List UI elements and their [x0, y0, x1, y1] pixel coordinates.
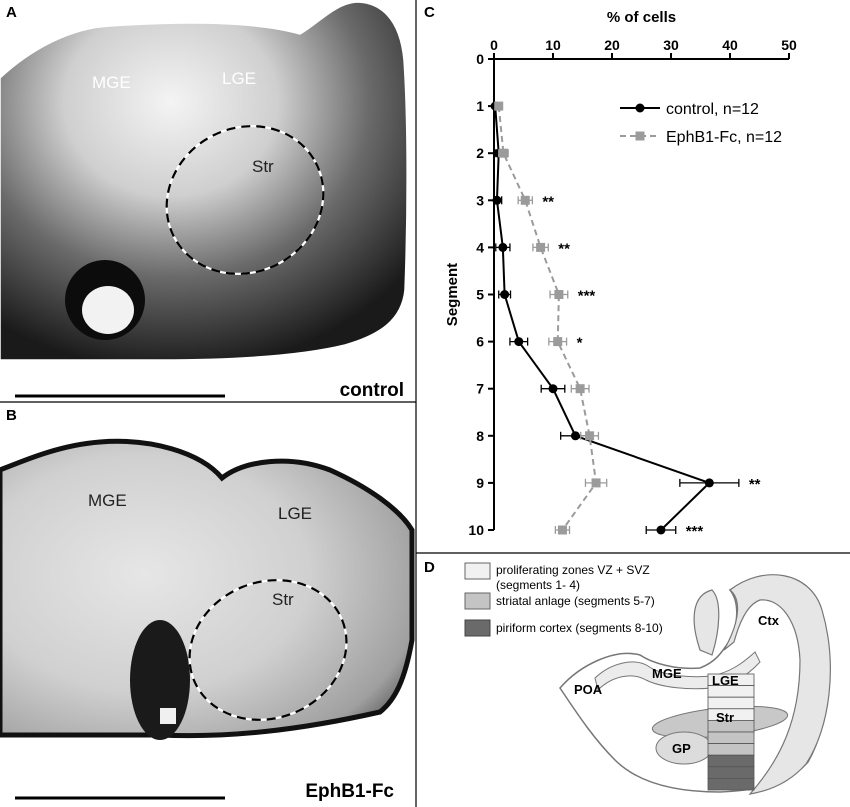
- significance-label: ***: [578, 288, 596, 305]
- segment-7: [707, 743, 755, 756]
- legend-swatch-piriform: [464, 619, 491, 637]
- panel-a-lge-label: LGE: [222, 69, 256, 88]
- x-axis-title: % of cells: [607, 9, 676, 26]
- panel-a-letter: A: [6, 4, 17, 21]
- cortex-band: [723, 574, 831, 795]
- y-tick-label: 4: [476, 239, 484, 255]
- y-tick-label: 3: [476, 192, 484, 208]
- data-point-series-2: [536, 242, 546, 252]
- region-label-lge: LGE: [712, 673, 739, 688]
- significance-label: ***: [686, 523, 704, 540]
- data-point-series-1: [500, 290, 510, 299]
- panel-b-tissue: [0, 438, 415, 739]
- x-tick-label: 40: [722, 37, 738, 53]
- data-point-series-1: [548, 384, 558, 394]
- panel-b-str-label: Str: [272, 590, 294, 609]
- x-tick-label: 20: [604, 37, 620, 53]
- legend-swatch-striatal: [464, 592, 491, 610]
- segment-8: [707, 754, 755, 768]
- y-tick-label: 9: [476, 475, 484, 491]
- panel-a-bright-spot: [82, 286, 134, 334]
- region-label-gp: GP: [672, 741, 691, 756]
- legend-striatal: striatal anlage (segments 5-7): [496, 594, 655, 608]
- panel-b-mge-label: MGE: [88, 491, 127, 510]
- segment-3: [707, 696, 755, 710]
- chart: 0 10 20 30 40 50 0 1 2 3 4 5 6 7 8 9 10 % of cellsSegment…: [444, 9, 797, 540]
- data-point-series-1: [704, 478, 714, 488]
- legend-marker: [635, 103, 645, 113]
- panel-a-str-label: Str: [252, 157, 274, 176]
- region-label-ctx: Ctx: [758, 613, 780, 628]
- legend-piriform: piriform cortex (segments 8-10): [496, 621, 663, 635]
- y-axis-title: Segment: [444, 263, 461, 326]
- data-point-series-2: [585, 431, 595, 441]
- data-point-series-1: [570, 431, 580, 441]
- y-tick-label: 7: [476, 381, 484, 397]
- significance-label: *: [577, 335, 583, 352]
- data-point-series-1: [514, 337, 524, 347]
- panel-b-bright-spot: [160, 708, 176, 724]
- y-tick-label: 6: [476, 334, 484, 350]
- y-tick-label: 8: [476, 428, 484, 444]
- segment-10: [707, 778, 755, 791]
- data-point-series-2: [520, 195, 530, 205]
- region-label-poa: POA: [574, 682, 603, 697]
- panel-b: B MGE LGE Str EphB1-Fc: [0, 407, 415, 802]
- legend-proliferating-line2: (segments 1- 4): [496, 578, 580, 592]
- y-tick-label: 5: [476, 287, 484, 303]
- panel-b-lge-label: LGE: [278, 504, 312, 523]
- panel-a: A MGE LGE Str control: [0, 1, 408, 401]
- segment-column: [707, 673, 755, 791]
- panel-b-letter: B: [6, 407, 17, 424]
- data-point-series-1: [492, 195, 502, 205]
- legend-swatch-proliferating: [464, 562, 491, 580]
- x-tick-label: 30: [663, 37, 679, 53]
- series-line-1: [494, 106, 712, 531]
- panel-a-str-outline: [165, 125, 325, 275]
- y-tick-label: 0: [476, 51, 484, 67]
- legend-marker: [635, 131, 645, 141]
- panel-a-caption: control: [340, 380, 404, 401]
- data-point-series-1: [498, 242, 508, 252]
- significance-label: **: [749, 476, 761, 493]
- panel-c: C 0 10 20 30 40 50 0 1 2 3 4 5 6 7 8 9 10 % of cellsSegme…: [424, 4, 797, 540]
- cortex-fold: [693, 589, 720, 656]
- data-point-series-2: [494, 101, 504, 111]
- y-tick-label: 1: [476, 98, 484, 114]
- region-label-mge: MGE: [652, 666, 682, 681]
- x-tick-label: 10: [545, 37, 561, 53]
- data-point-series-2: [575, 384, 585, 394]
- significance-label: **: [558, 240, 570, 257]
- panel-d-letter: D: [424, 559, 435, 576]
- data-point-series-1: [656, 525, 666, 535]
- data-point-series-2: [554, 290, 564, 299]
- panel-b-caption: EphB1-Fc: [305, 781, 394, 802]
- legend-entry: EphB1-Fc, n=12: [666, 129, 782, 146]
- data-point-series-2: [557, 525, 567, 535]
- data-point-series-2: [553, 337, 563, 347]
- y-tick-label: 10: [468, 522, 484, 538]
- segment-6: [707, 731, 755, 745]
- legend-proliferating-line1: proliferating zones VZ + SVZ: [496, 563, 650, 577]
- panel-d: D proliferating zones VZ + SVZ (segments…: [424, 559, 831, 795]
- panel-a-tissue: [0, 1, 408, 361]
- data-point-series-2: [591, 478, 601, 488]
- region-label-str: Str: [716, 710, 734, 725]
- data-point-series-2: [498, 148, 508, 158]
- panel-a-mge-label: MGE: [92, 73, 131, 92]
- significance-label: **: [542, 193, 554, 210]
- segment-9: [707, 766, 755, 779]
- x-tick-label: 0: [490, 37, 498, 53]
- panel-b-str-outline: [188, 579, 348, 721]
- series-line-2: [497, 106, 598, 531]
- legend-entry: control, n=12: [666, 101, 759, 118]
- panel-c-letter: C: [424, 4, 435, 21]
- y-tick-label: 2: [476, 145, 484, 161]
- x-tick-label: 50: [781, 37, 797, 53]
